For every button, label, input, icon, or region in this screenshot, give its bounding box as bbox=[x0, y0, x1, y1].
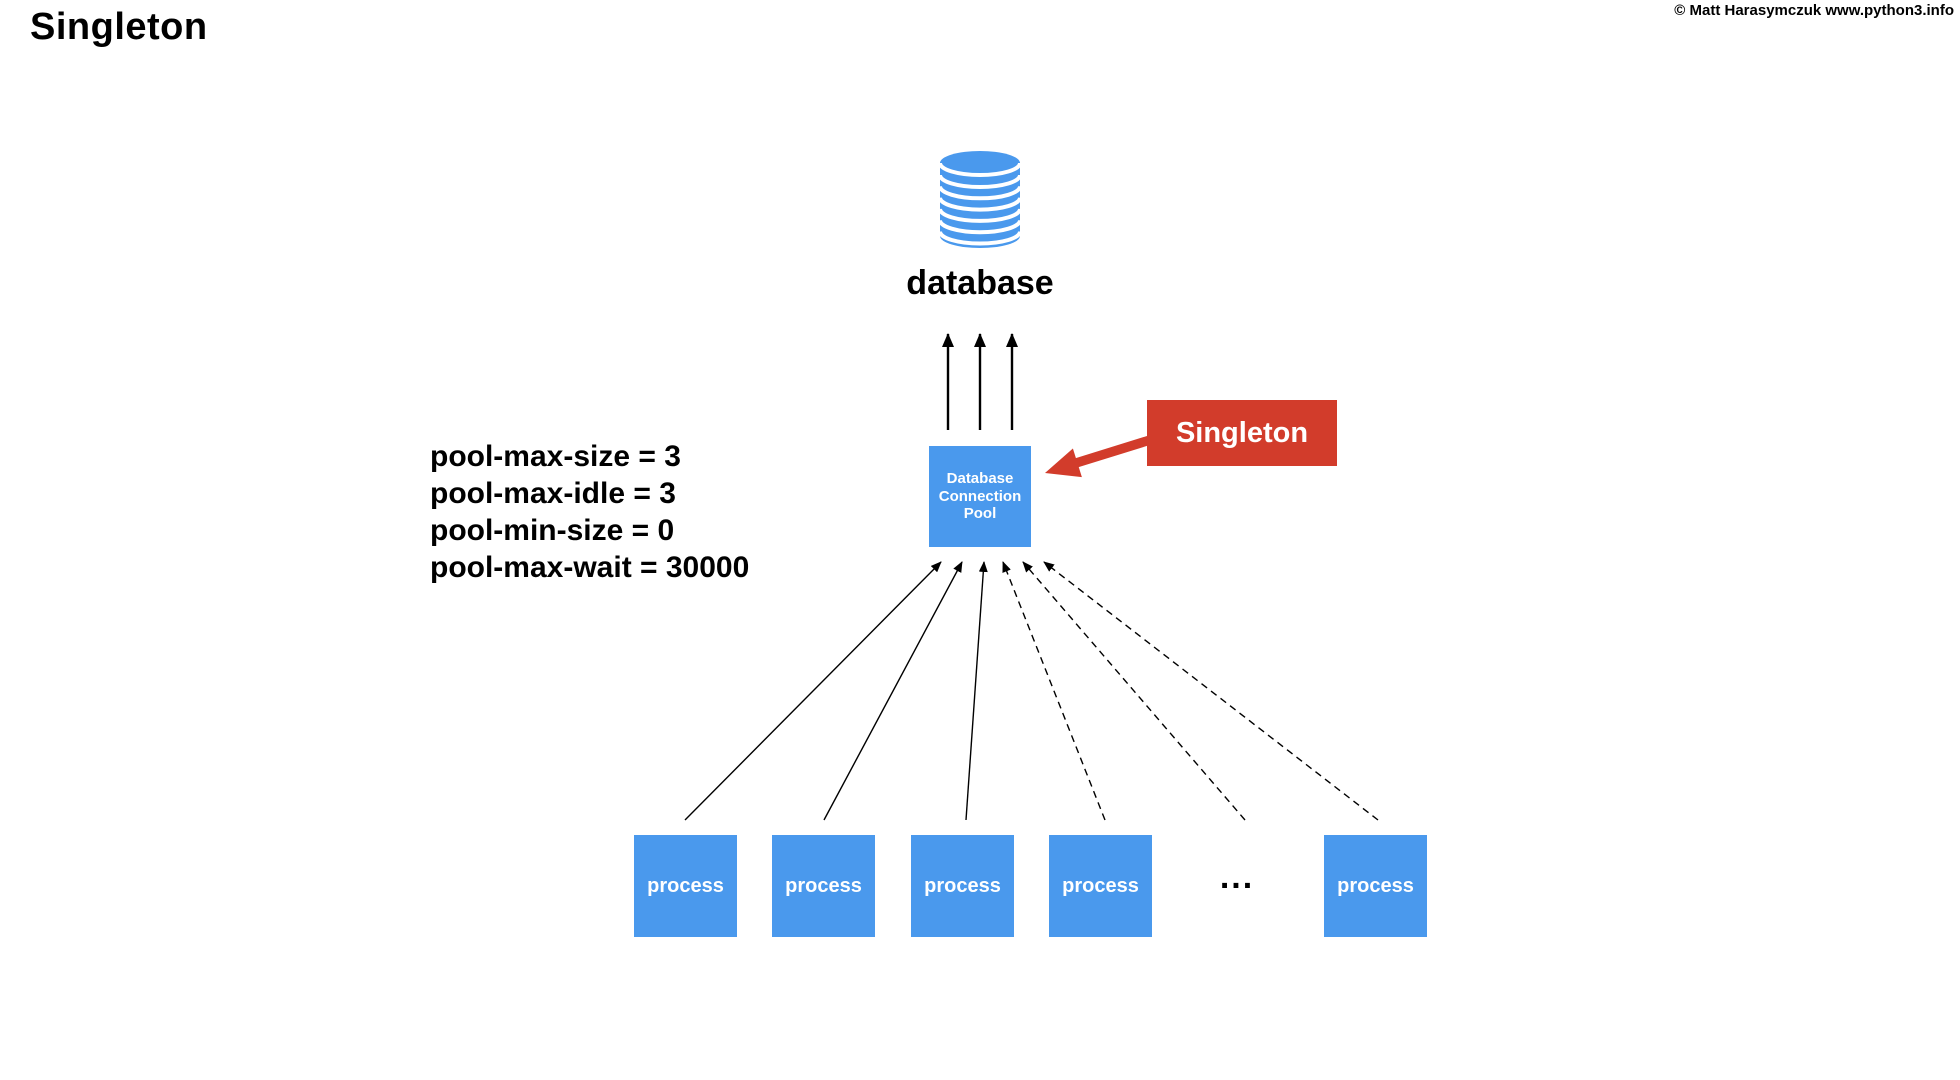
process-label: process bbox=[647, 874, 724, 897]
db-connection-pool-box: Database Connection Pool bbox=[929, 446, 1031, 547]
process-box-2: process bbox=[772, 835, 875, 937]
process-label: process bbox=[1337, 874, 1414, 897]
process-to-pool-arrow-5 bbox=[1022, 561, 1246, 821]
database-label: database bbox=[906, 264, 1054, 302]
pool-params: pool-max-size = 3 pool-max-idle = 3 pool… bbox=[430, 438, 749, 586]
pool-param-line: pool-max-idle = 3 bbox=[430, 477, 676, 510]
process-box-3: process bbox=[911, 835, 1014, 937]
pool-param-line: pool-max-size = 3 bbox=[430, 440, 681, 473]
process-box-4: process bbox=[1049, 835, 1152, 937]
pool-box-label-line: Connection bbox=[938, 487, 1022, 505]
process-to-pool-arrow-6 bbox=[1043, 561, 1379, 821]
singleton-annotation-box: Singleton bbox=[1147, 400, 1337, 466]
singleton-arrow bbox=[1045, 435, 1152, 478]
process-to-pool-arrow-4 bbox=[1002, 561, 1106, 821]
page-title: Singleton bbox=[30, 6, 208, 48]
pool-box-label-line: Database bbox=[946, 470, 1014, 488]
database-icon bbox=[938, 151, 1022, 248]
process-label: process bbox=[785, 874, 862, 897]
process-to-pool-arrow-2 bbox=[823, 561, 963, 821]
pool-param-line: pool-min-size = 0 bbox=[430, 514, 675, 547]
pool-box-label-line: Pool bbox=[963, 505, 997, 523]
process-ellipsis: ... bbox=[1219, 858, 1255, 896]
process-to-pool-arrow-1 bbox=[684, 561, 942, 821]
process-label: process bbox=[1062, 874, 1139, 897]
process-label: process bbox=[924, 874, 1001, 897]
singleton-annotation-label: Singleton bbox=[1175, 416, 1309, 449]
copyright: © Matt Harasymczuk www.python3.info bbox=[1674, 2, 1954, 19]
pool-param-line: pool-max-wait = 30000 bbox=[430, 551, 750, 584]
process-to-pool-arrow-3 bbox=[965, 561, 988, 821]
process-box-1: process bbox=[634, 835, 737, 937]
process-box-5: process bbox=[1324, 835, 1427, 937]
